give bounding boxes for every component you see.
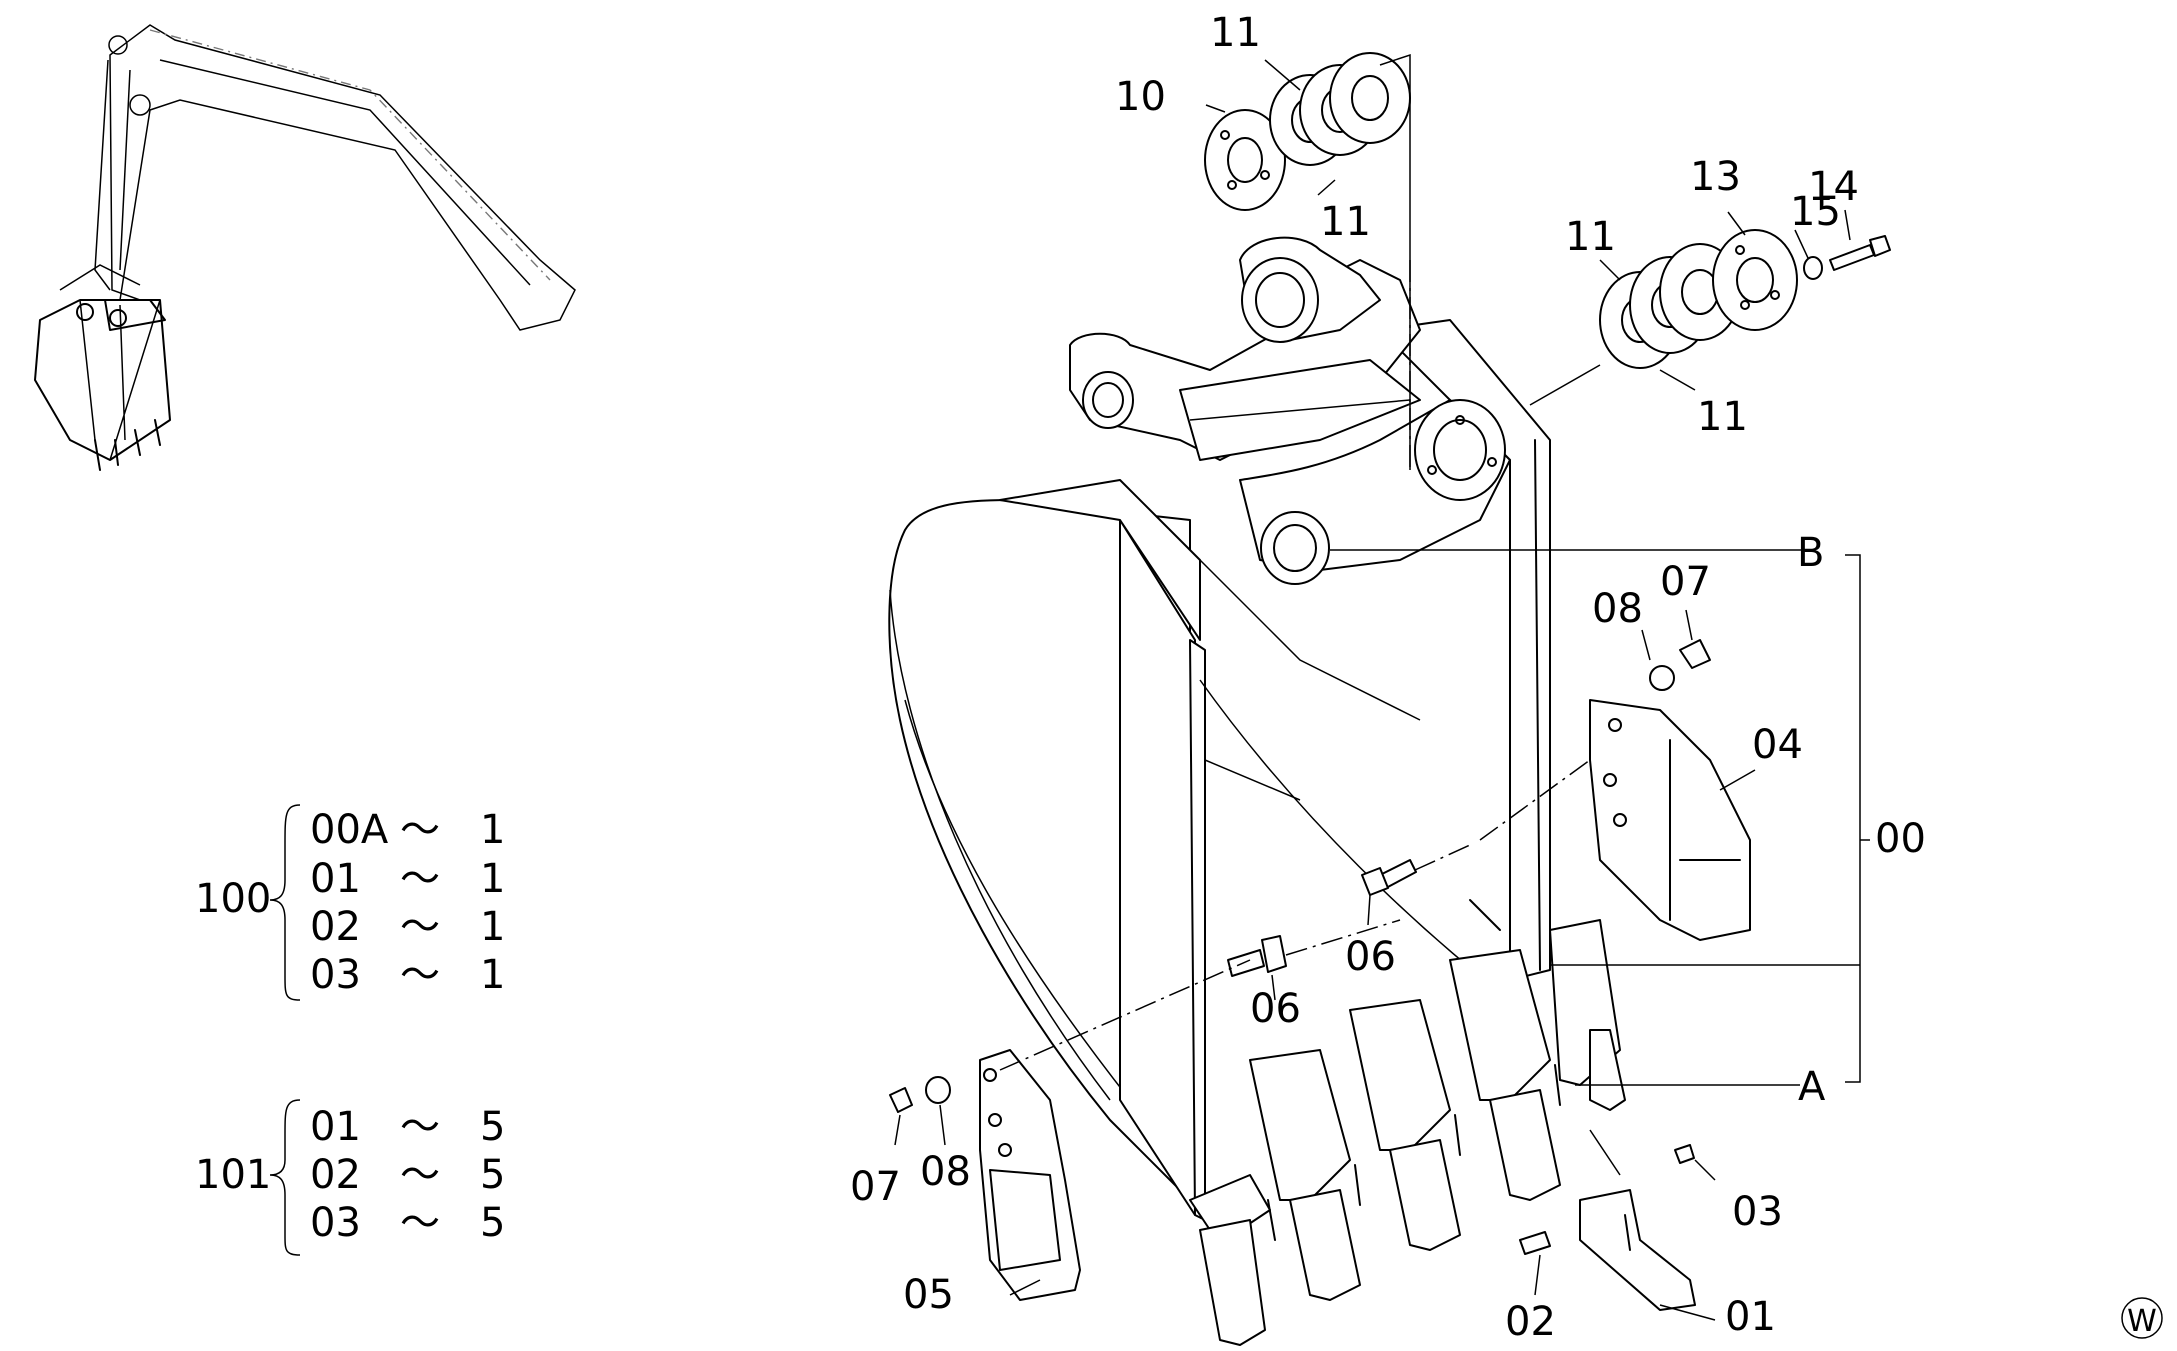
circled-w-mark: W bbox=[2121, 1297, 2163, 1339]
callout-01: 01 bbox=[1725, 1294, 1776, 1340]
bucket-teeth bbox=[1189, 919, 1626, 1346]
callout-B: B bbox=[1797, 530, 1824, 576]
bolt-lower bbox=[1227, 935, 1287, 977]
bolt-upper bbox=[1361, 859, 1417, 896]
callout-02: 02 bbox=[1505, 1299, 1556, 1345]
table-101-id: 101 bbox=[195, 1152, 271, 1198]
table-101-qty-0: 5 bbox=[480, 1104, 505, 1150]
shim-stack-right bbox=[1599, 229, 1891, 369]
table-100-id: 100 bbox=[195, 876, 271, 922]
table-100-tilde-0: ～ bbox=[400, 807, 440, 853]
table-100-qty-2: 1 bbox=[480, 904, 505, 950]
excavator-arm-thumbnail bbox=[34, 24, 576, 471]
callout-14: 14 bbox=[1808, 164, 1859, 210]
callout-11-lower: 11 bbox=[1697, 394, 1748, 440]
callout-06-upper: 06 bbox=[1345, 934, 1396, 980]
tooth-exploded bbox=[1519, 1144, 1696, 1311]
table-100-qty-3: 1 bbox=[480, 952, 505, 998]
callout-07-right: 07 bbox=[1660, 559, 1711, 605]
callout-04: 04 bbox=[1752, 722, 1803, 768]
table-100-tilde-2: ～ bbox=[400, 904, 440, 950]
table-101-tilde-2: ～ bbox=[400, 1200, 440, 1246]
table-100-tilde-1: ～ bbox=[400, 856, 440, 902]
table-100: 100 00A ～ 1 01 ～ 1 02 ～ 1 03 ～ 1 bbox=[195, 804, 505, 1001]
table-100-qty-0: 1 bbox=[480, 807, 505, 853]
table-100-code-0: 00A bbox=[310, 807, 389, 853]
side-cutter-right bbox=[1589, 639, 1751, 941]
callout-11-mid: 11 bbox=[1320, 199, 1371, 245]
callout-13: 13 bbox=[1690, 154, 1741, 200]
callout-08-right: 08 bbox=[1592, 586, 1643, 632]
table-101-code-2: 03 bbox=[310, 1200, 361, 1246]
callout-11-top: 11 bbox=[1210, 10, 1261, 56]
callout-03: 03 bbox=[1732, 1189, 1783, 1235]
table-100-tilde-3: ～ bbox=[400, 952, 440, 998]
callout-A: A bbox=[1798, 1064, 1826, 1110]
table-100-qty-1: 1 bbox=[480, 856, 505, 902]
mark-letter: W bbox=[2127, 1304, 2157, 1339]
callout-labels: 11 10 11 11 13 15 14 11 B 07 08 04 00 06… bbox=[850, 10, 1926, 1345]
shim-stack-upper bbox=[1204, 52, 1411, 211]
table-101-qty-2: 5 bbox=[480, 1200, 505, 1246]
callout-00: 00 bbox=[1875, 816, 1926, 862]
table-101-code-1: 02 bbox=[310, 1152, 361, 1198]
side-cutter-left bbox=[889, 1049, 1081, 1301]
callout-10: 10 bbox=[1115, 74, 1166, 120]
table-101-code-0: 01 bbox=[310, 1104, 361, 1150]
callout-05: 05 bbox=[903, 1272, 954, 1318]
table-100-code-2: 02 bbox=[310, 904, 361, 950]
table-100-code-3: 03 bbox=[310, 952, 361, 998]
leader-lines bbox=[894, 53, 1870, 1321]
table-101-qty-1: 5 bbox=[480, 1152, 505, 1198]
bucket-assembly bbox=[888, 236, 1626, 1346]
table-101-tilde-0: ～ bbox=[400, 1104, 440, 1150]
table-101-tilde-1: ～ bbox=[400, 1152, 440, 1198]
callout-07-left: 07 bbox=[850, 1164, 901, 1210]
callout-11-right: 11 bbox=[1565, 214, 1616, 260]
callout-06-lower: 06 bbox=[1250, 986, 1301, 1032]
table-101: 101 01 ～ 5 02 ～ 5 03 ～ 5 bbox=[195, 1099, 505, 1256]
callout-08-left: 08 bbox=[920, 1149, 971, 1195]
table-100-code-1: 01 bbox=[310, 856, 361, 902]
callout-15: 15 bbox=[1790, 189, 1841, 235]
